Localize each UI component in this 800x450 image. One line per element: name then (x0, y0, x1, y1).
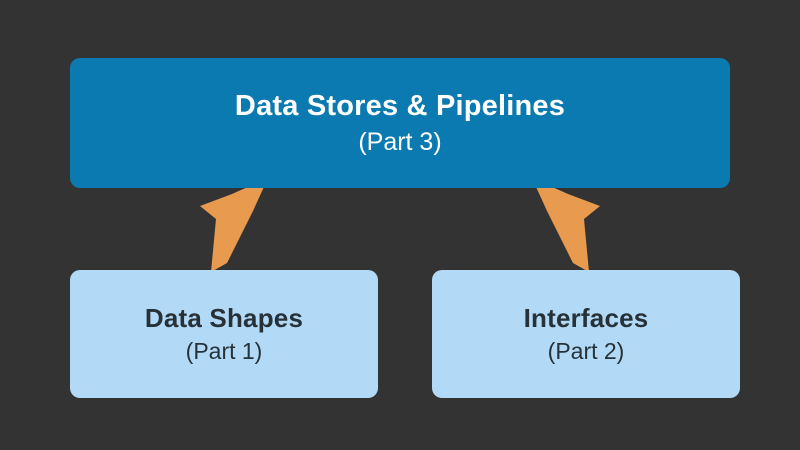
arrow-left-to-top (200, 178, 268, 272)
arrow-right-to-top (532, 178, 600, 272)
node-subtitle: (Part 3) (358, 127, 442, 156)
node-title: Data Stores & Pipelines (234, 90, 566, 123)
node-subtitle: (Part 1) (185, 337, 263, 364)
node-data-stores-and-pipelines[interactable]: Data Stores & Pipelines (Part 3) (70, 58, 730, 188)
node-interfaces[interactable]: Interfaces (Part 2) (432, 270, 740, 398)
node-data-shapes[interactable]: Data Shapes (Part 1) (70, 270, 378, 398)
node-title: Data Shapes (144, 303, 304, 334)
node-subtitle: (Part 2) (547, 337, 625, 364)
node-title: Interfaces (523, 303, 649, 334)
